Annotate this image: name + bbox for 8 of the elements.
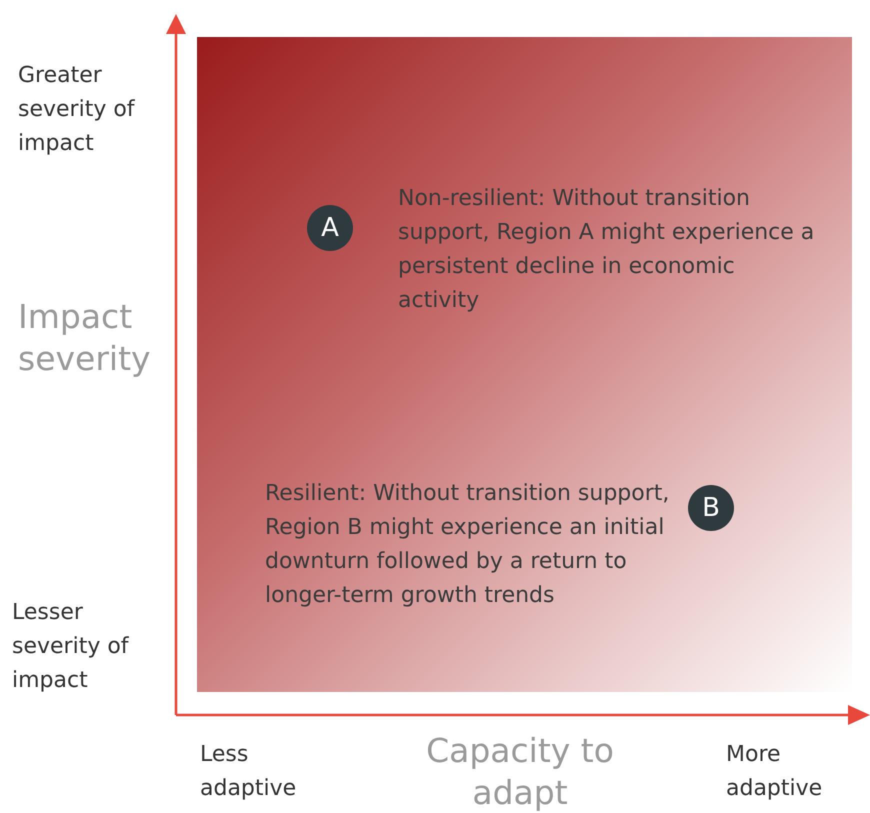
axis-end-label: Lesser severity of impact <box>12 599 130 695</box>
axis-end-label: Less adaptive <box>200 741 298 803</box>
axis-end-label: Greater severity of impact <box>18 62 136 158</box>
axis-end-label: More adaptive <box>726 741 824 803</box>
axis-title: Impact severity <box>18 296 152 380</box>
description-text: Non-resilient: Without transition support, Region A might experience a persistent decline in economic activity <box>398 185 816 315</box>
axis-title: Capacity to adapt <box>425 730 615 813</box>
description-text: Resilient: Without transition support, Region B might experience an initial downturn followed by a return to longer-term growth trends <box>265 480 670 610</box>
